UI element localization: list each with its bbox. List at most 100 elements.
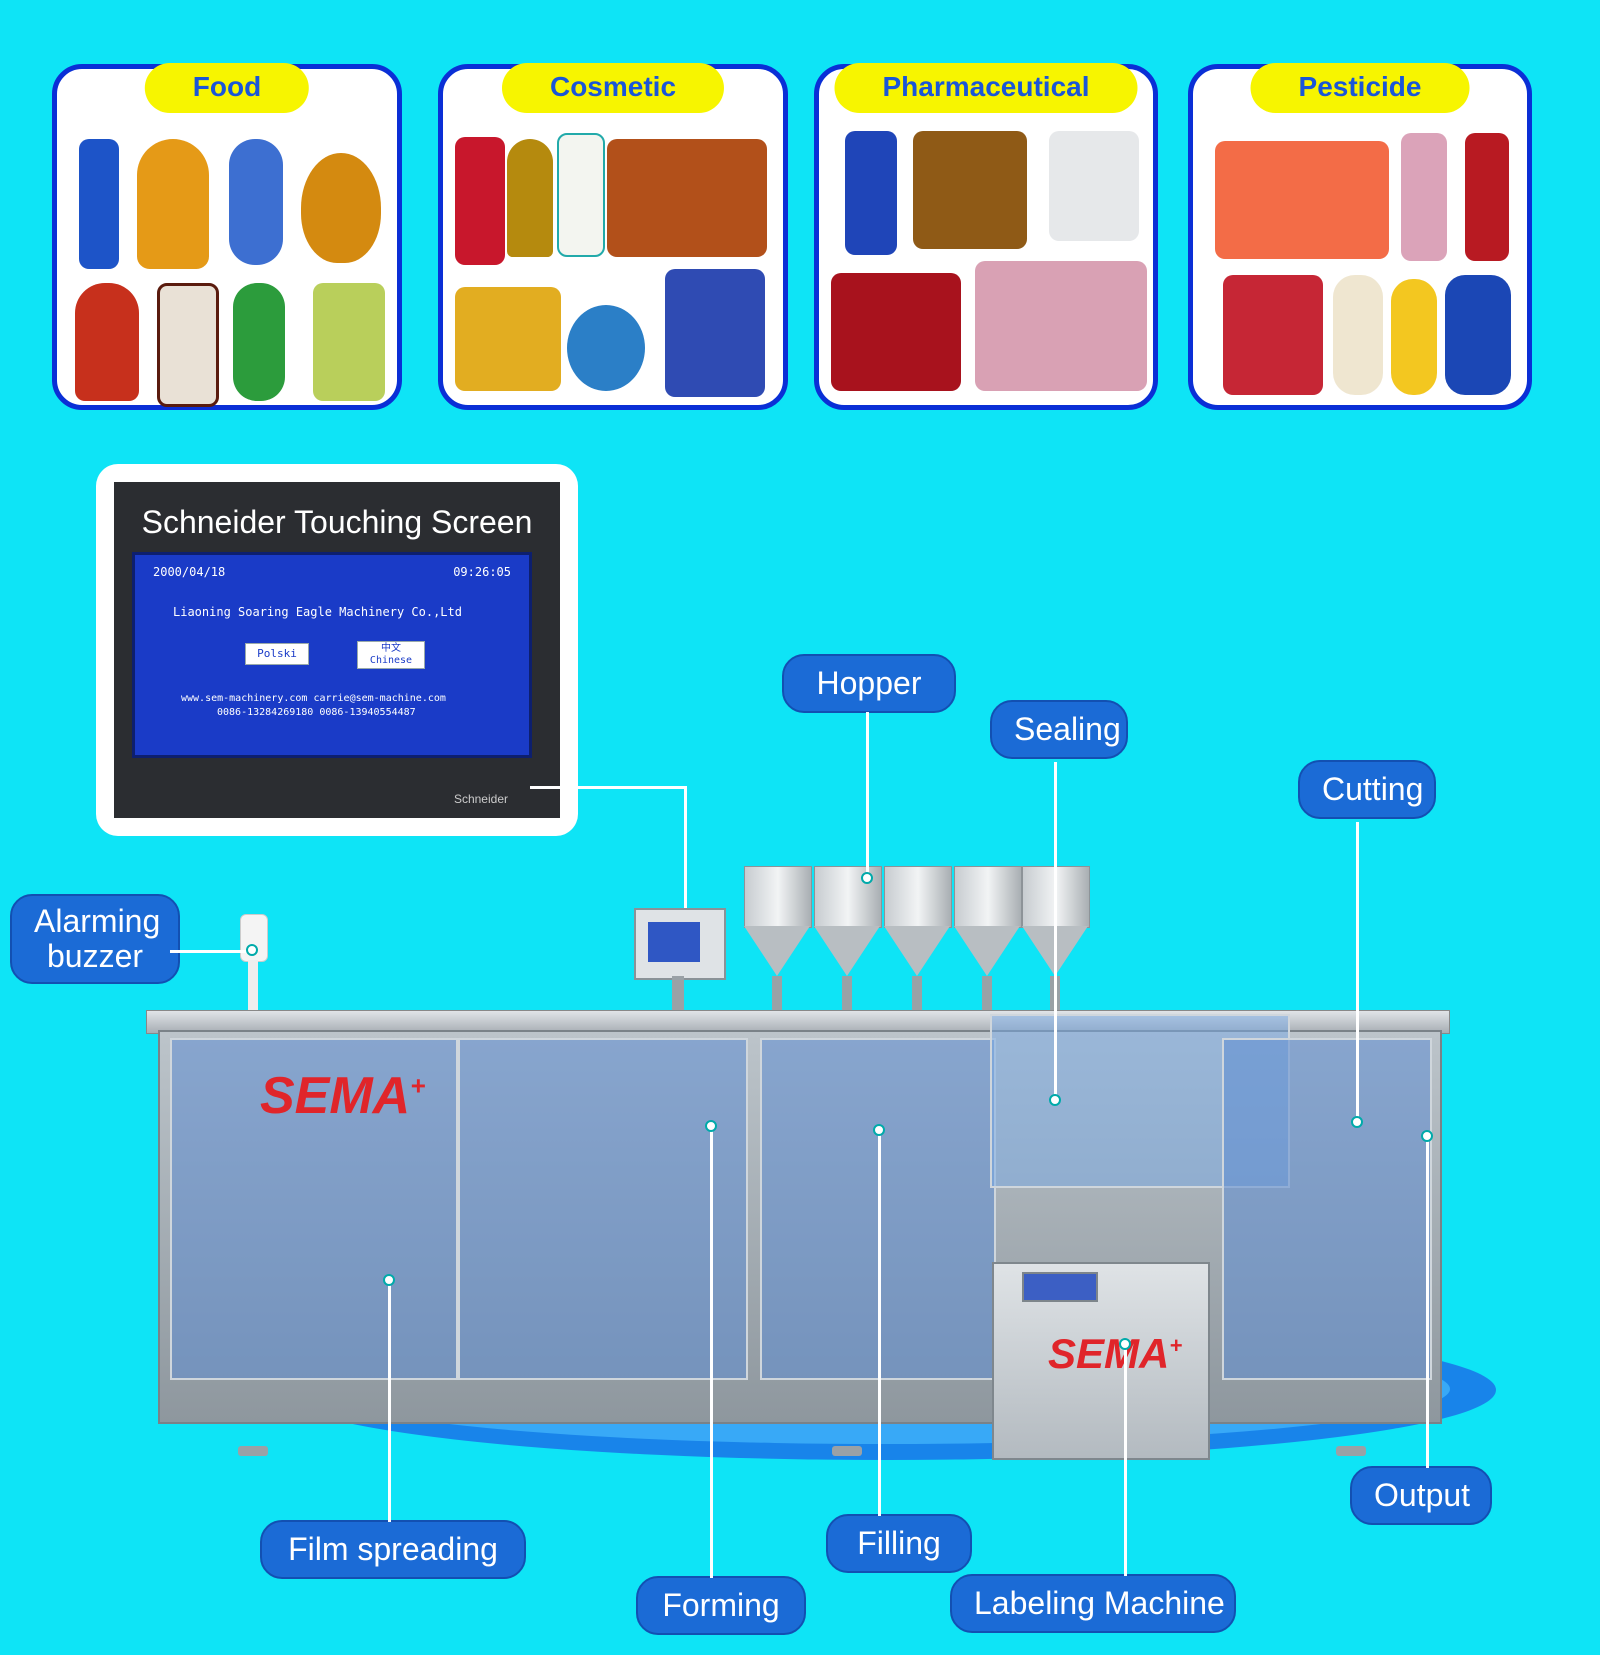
product-image: [455, 137, 505, 265]
product-image: [233, 283, 285, 401]
product-image: [75, 283, 139, 401]
glass-door-2: [458, 1038, 748, 1380]
product-image: [665, 269, 765, 397]
connector-line: [878, 1130, 881, 1516]
category-card-pesticide: Pesticide: [1188, 63, 1532, 410]
connector-line: [170, 950, 250, 953]
machine-control-panel: [634, 908, 726, 980]
product-image: [137, 139, 209, 269]
schneider-logo: Schneider: [453, 792, 508, 806]
callout-dot: [1119, 1338, 1131, 1350]
callout-dot: [1351, 1116, 1363, 1128]
control-panel-screen: [648, 922, 700, 962]
callout-dot: [873, 1124, 885, 1136]
product-image: [1391, 279, 1437, 395]
product-image: [1215, 141, 1389, 259]
labeling-screen: [1022, 1272, 1098, 1302]
hopper-4-neck: [982, 976, 992, 1010]
callout-filling: Filling: [826, 1514, 972, 1574]
chinese-button-bottom: Chinese: [369, 655, 413, 666]
category-card-pharmaceutical: Pharmaceutical: [814, 63, 1158, 410]
panel-stand: [672, 976, 684, 1012]
product-image: [975, 261, 1147, 391]
machine-foot: [832, 1446, 862, 1456]
labeling-logo: SEMA+: [1048, 1330, 1182, 1378]
connector-line: [1426, 1136, 1429, 1468]
callout-output: Output: [1350, 1466, 1492, 1526]
callout-hopper: Hopper: [782, 654, 956, 714]
callout-sealing: Sealing: [990, 700, 1128, 760]
hopper-1-neck: [772, 976, 782, 1010]
connector-line: [530, 786, 686, 789]
callout-cutting: Cutting: [1298, 760, 1436, 820]
lcd-date: 2000/04/18: [153, 565, 226, 579]
connector-line: [684, 786, 687, 938]
connector-line: [866, 712, 869, 878]
category-label-cosmetic: Cosmetic: [501, 63, 725, 113]
callout-alarming-line2: buzzer: [46, 938, 144, 975]
lcd-display: 2000/04/18 09:26:05 Liaoning Soaring Eag…: [132, 552, 532, 758]
callout-dot: [861, 872, 873, 884]
category-card-food: Food: [52, 63, 402, 410]
product-image: [845, 131, 897, 255]
callout-dot: [1421, 1130, 1433, 1142]
product-image: [1049, 131, 1139, 241]
product-image: [79, 139, 119, 269]
product-image: [1445, 275, 1511, 395]
product-image: [557, 133, 605, 257]
alarm-buzzer-pole: [248, 960, 258, 1010]
hopper-3: [884, 866, 952, 928]
product-image: [567, 305, 645, 391]
category-label-food: Food: [144, 63, 310, 113]
labeling-logo-text: SEMA: [1048, 1330, 1170, 1377]
machine-logo-sup: +: [410, 1070, 426, 1101]
product-image: [229, 139, 283, 265]
connector-line: [1054, 762, 1057, 1100]
hopper-3-neck: [912, 976, 922, 1010]
connector-line: [710, 1126, 713, 1578]
hopper-4: [954, 866, 1022, 928]
product-image: [1333, 275, 1383, 395]
product-image: [607, 139, 767, 257]
callout-dot: [705, 1120, 717, 1132]
lcd-company: Liaoning Soaring Eagle Machinery Co.,Ltd: [173, 605, 462, 619]
hopper-2-neck: [842, 976, 852, 1010]
callout-dot: [383, 1274, 395, 1286]
category-label-pharmaceutical: Pharmaceutical: [834, 63, 1138, 113]
machine-logo-text: SEMA: [260, 1067, 411, 1125]
connector-line: [1356, 822, 1359, 1122]
product-image: [507, 139, 553, 257]
labeling-machine-cabinet: SEMA+: [992, 1262, 1210, 1460]
product-image: [1465, 133, 1509, 261]
screen-title: Schneider Touching Screen: [141, 504, 533, 540]
chinese-button-top: 中文: [381, 643, 401, 654]
chinese-button[interactable]: 中文 Chinese: [357, 641, 425, 669]
product-image: [455, 287, 561, 391]
touch-screen-panel: Schneider Touching Screen 2000/04/18 09:…: [96, 464, 578, 836]
hopper-4-cone: [954, 926, 1020, 976]
hopper-2-cone: [814, 926, 880, 976]
callout-dot: [246, 944, 258, 956]
glass-door-1: [170, 1038, 458, 1380]
callout-film-spreading: Film spreading: [260, 1520, 526, 1580]
callout-labeling-machine: Labeling Machine: [950, 1574, 1236, 1634]
product-image: [831, 273, 961, 391]
machine-foot: [238, 1446, 268, 1456]
callout-alarming-buzzer: Alarming buzzer: [10, 894, 180, 985]
connector-line: [388, 1280, 391, 1522]
product-image: [313, 283, 385, 401]
glass-door-4: [1222, 1038, 1432, 1380]
screen-bezel: Schneider Touching Screen 2000/04/18 09:…: [114, 482, 560, 818]
lcd-contact-line1: www.sem-machinery.com carrie@sem-machine…: [181, 693, 446, 704]
machine-logo: SEMA+: [260, 1066, 425, 1126]
labeling-logo-sup: +: [1169, 1333, 1183, 1358]
product-image: [1223, 275, 1323, 395]
machine-foot: [1336, 1446, 1366, 1456]
callout-dot: [1049, 1094, 1061, 1106]
callout-alarming-line1: Alarming: [34, 903, 161, 939]
machine-body: SEMA+: [158, 1014, 1442, 1424]
product-image: [1401, 133, 1447, 261]
polski-button[interactable]: Polski: [245, 643, 309, 665]
hopper-1-cone: [744, 926, 810, 976]
lcd-contact-line2: 0086-13284269180 0086-13940554487: [217, 707, 416, 718]
